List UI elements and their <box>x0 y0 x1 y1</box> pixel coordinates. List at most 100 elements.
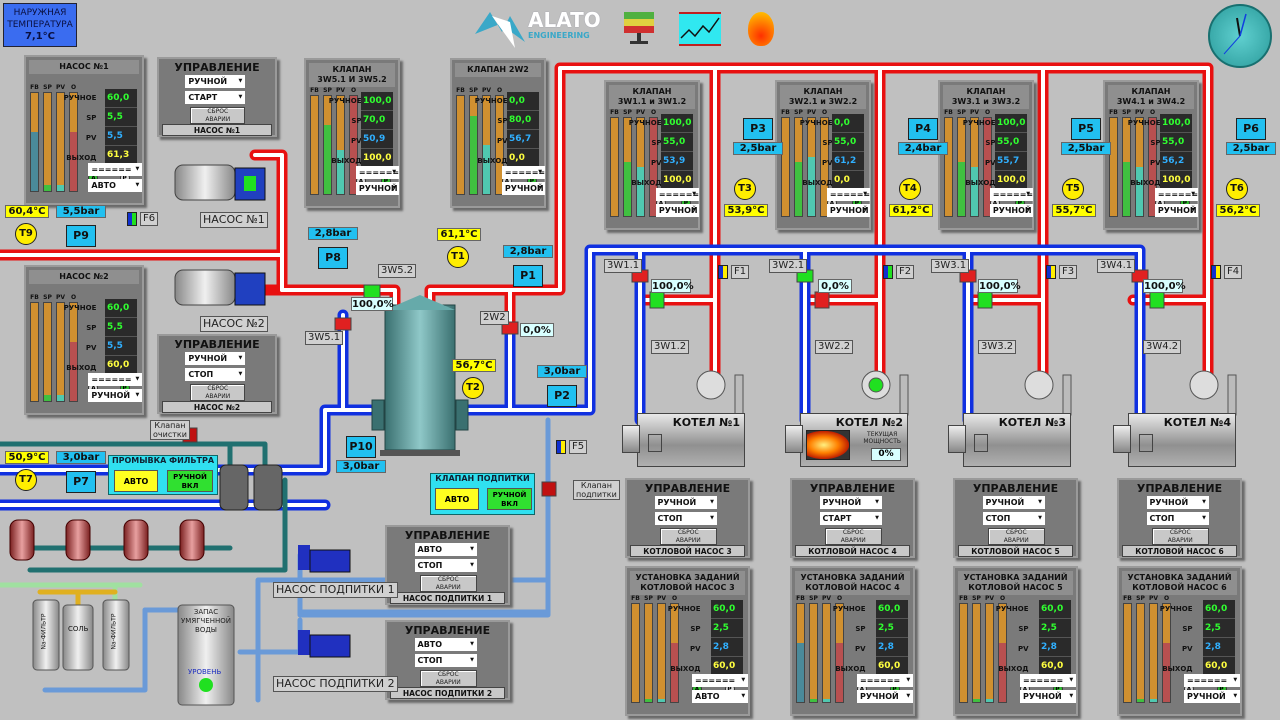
value-pv[interactable]: 61,2 <box>832 152 864 171</box>
flow-switch-f2[interactable] <box>883 265 893 279</box>
select-blank[interactable]: ====== <box>501 166 545 179</box>
select-blank[interactable]: ====== <box>1154 188 1198 201</box>
valve-tag-v3w12[interactable]: 3W1.2 <box>651 340 690 354</box>
mode-select[interactable]: АВТО <box>88 179 143 192</box>
mode-select[interactable]: АВТО <box>414 638 477 651</box>
value-manual[interactable]: 100,0 <box>995 114 1027 133</box>
valve-tag-v3w21[interactable]: 3W2.1 <box>769 259 808 273</box>
fire-icon[interactable] <box>748 12 774 46</box>
command-select[interactable]: СТОП <box>185 368 246 381</box>
temperature-sensor-t2[interactable]: T2 <box>462 377 484 399</box>
mode-select[interactable]: РУЧНОЙ <box>185 75 246 88</box>
value-pv[interactable]: 53,9 <box>661 152 693 171</box>
value-manual[interactable]: 60,0 <box>1203 600 1235 619</box>
alarm-tower-icon[interactable] <box>624 12 654 46</box>
value-manual[interactable]: 60,0 <box>105 299 137 318</box>
pressure-sensor-p3[interactable]: P3 <box>743 118 773 140</box>
value-pv[interactable]: 2,8 <box>1039 638 1071 657</box>
mode-select[interactable]: РУЧНОЙ <box>989 204 1034 217</box>
pressure-sensor-p6[interactable]: P6 <box>1236 118 1266 140</box>
mode-select[interactable]: РУЧНОЙ <box>501 182 546 195</box>
mode-select[interactable]: РУЧНОЙ <box>185 352 246 365</box>
value-manual[interactable]: 100,0 <box>661 114 693 133</box>
mode-select[interactable]: РУЧНОЙ <box>1146 496 1209 509</box>
value-pv[interactable]: 56,7 <box>507 130 539 149</box>
select-blank[interactable]: ====== <box>826 188 870 201</box>
command-select[interactable]: СТАРТ <box>819 512 882 525</box>
mode-select[interactable]: РУЧНОЙ <box>1154 204 1199 217</box>
value-pv[interactable]: 5,5 <box>105 337 137 356</box>
boiler-4[interactable]: КОТЕЛ №4 <box>1128 413 1236 467</box>
value-sp[interactable]: 55,0 <box>995 133 1027 152</box>
value-manual[interactable]: 60,0 <box>105 89 137 108</box>
temperature-sensor-t1[interactable]: T1 <box>447 246 469 268</box>
pressure-sensor-p4[interactable]: P4 <box>908 118 938 140</box>
value-sp[interactable]: 5,5 <box>105 318 137 337</box>
flow-switch-f1[interactable] <box>718 265 728 279</box>
select-blank[interactable]: ====== <box>857 674 914 687</box>
value-sp[interactable]: 55,0 <box>832 133 864 152</box>
filter-wash-auto-button[interactable]: АВТО <box>114 470 158 492</box>
temperature-sensor-t3[interactable]: T3 <box>734 178 756 200</box>
valve-tag-v3w41[interactable]: 3W4.1 <box>1097 259 1136 273</box>
makeup-auto-button[interactable]: АВТО <box>435 488 479 510</box>
pressure-sensor-p2[interactable]: P2 <box>547 385 577 407</box>
mode-select[interactable]: РУЧНОЙ <box>1020 690 1077 703</box>
value-sp[interactable]: 80,0 <box>507 111 539 130</box>
pressure-sensor-p7[interactable]: P7 <box>66 471 96 493</box>
value-manual[interactable]: 0,0 <box>507 92 539 111</box>
value-pv[interactable]: 55,7 <box>995 152 1027 171</box>
valve-tag-v3w52[interactable]: 3W5.2 <box>378 264 417 278</box>
pressure-sensor-p8[interactable]: P8 <box>318 247 348 269</box>
mode-select[interactable]: АВТО <box>692 690 749 703</box>
pressure-sensor-p5[interactable]: P5 <box>1071 118 1101 140</box>
value-sp[interactable]: 2,5 <box>876 619 908 638</box>
valve-tag-v3w51[interactable]: 3W5.1 <box>305 331 344 345</box>
mode-select[interactable]: РУЧНОЙ <box>982 496 1045 509</box>
mode-select[interactable]: РУЧНОЙ <box>88 389 143 402</box>
value-sp[interactable]: 2,5 <box>1203 619 1235 638</box>
mode-select[interactable]: РУЧНОЙ <box>655 204 700 217</box>
temperature-sensor-t4[interactable]: T4 <box>899 178 921 200</box>
command-select[interactable]: СТОП <box>414 559 477 572</box>
mode-select[interactable]: РУЧНОЙ <box>355 182 400 195</box>
select-blank[interactable]: ====== <box>692 674 749 687</box>
select-blank[interactable]: ====== <box>88 373 143 386</box>
value-manual[interactable]: 60,0 <box>876 600 908 619</box>
valve-tag-v3w42[interactable]: 3W4.2 <box>1143 340 1182 354</box>
value-manual[interactable]: 100,0 <box>1160 114 1192 133</box>
value-sp[interactable]: 55,0 <box>1160 133 1192 152</box>
value-sp[interactable]: 5,5 <box>105 108 137 127</box>
flow-switch-f3[interactable] <box>1046 265 1056 279</box>
value-sp[interactable]: 2,5 <box>1039 619 1071 638</box>
select-blank[interactable]: ====== <box>88 163 143 176</box>
mode-select[interactable]: РУЧНОЙ <box>1184 690 1241 703</box>
command-select[interactable]: СТОП <box>982 512 1045 525</box>
valve-tag-v3w32[interactable]: 3W3.2 <box>978 340 1017 354</box>
value-manual[interactable]: 100,0 <box>361 92 393 111</box>
valve-tag-v3w31[interactable]: 3W3.1 <box>931 259 970 273</box>
value-sp[interactable]: 2,5 <box>711 619 743 638</box>
boiler-3[interactable]: КОТЕЛ №3 <box>963 413 1071 467</box>
valve-tag-v3w22[interactable]: 3W2.2 <box>815 340 854 354</box>
temperature-sensor-t6[interactable]: T6 <box>1226 178 1248 200</box>
value-pv[interactable]: 2,8 <box>1203 638 1235 657</box>
select-blank[interactable]: ====== <box>1020 674 1077 687</box>
mode-select[interactable]: РУЧНОЙ <box>826 204 871 217</box>
value-pv[interactable]: 50,9 <box>361 130 393 149</box>
pressure-sensor-p9[interactable]: P9 <box>66 225 96 247</box>
command-select[interactable]: СТОП <box>414 654 477 667</box>
value-pv[interactable]: 2,8 <box>876 638 908 657</box>
value-sp[interactable]: 55,0 <box>661 133 693 152</box>
select-blank[interactable]: ====== <box>655 188 699 201</box>
